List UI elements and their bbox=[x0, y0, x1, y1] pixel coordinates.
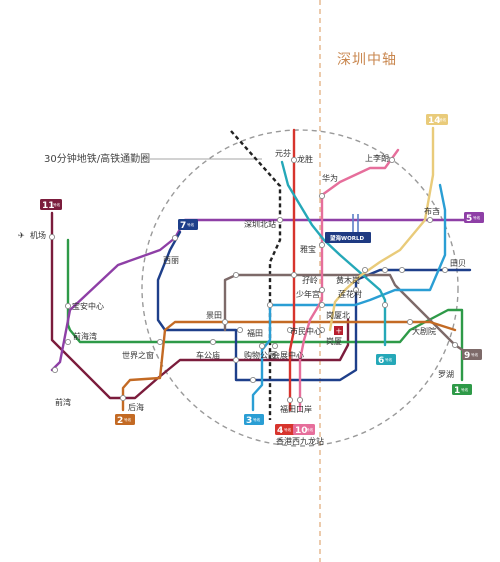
station-shijiezhichuang: 世界之窗 bbox=[122, 350, 154, 360]
station-gangxia: 岗厦 bbox=[326, 337, 342, 346]
circle-label: 30分钟地铁/高铁通勤圈 bbox=[44, 152, 150, 165]
station-buji: 布吉 bbox=[424, 206, 440, 216]
svg-text:号线: 号线 bbox=[471, 352, 479, 357]
svg-text:号线: 号线 bbox=[306, 427, 314, 432]
line-14 bbox=[328, 126, 435, 332]
station-gouwugongyuan-1: 购物公园 bbox=[244, 350, 276, 360]
svg-text:6: 6 bbox=[378, 356, 384, 366]
station-huawei: 华为 bbox=[322, 173, 338, 183]
svg-text:2: 2 bbox=[117, 416, 123, 426]
line-6 bbox=[280, 160, 387, 347]
svg-text:4: 4 bbox=[277, 426, 283, 436]
svg-text:号线: 号线 bbox=[187, 222, 194, 227]
station-luohu: 罗湖 bbox=[438, 370, 454, 379]
station-huizhanzhongxin: 会展中心 bbox=[272, 350, 304, 360]
svg-text:5: 5 bbox=[466, 214, 472, 224]
station-qianhaiwan: 前海湾 bbox=[73, 331, 97, 341]
svg-text:号线: 号线 bbox=[53, 202, 60, 207]
airport-icon: ✈ bbox=[18, 231, 25, 240]
central-axis-title: 深圳中轴 bbox=[337, 52, 397, 68]
station-shanglilang: 上李朗 bbox=[365, 153, 389, 163]
station-yuanfen: 元芬 bbox=[275, 148, 291, 158]
station-banxue: 孖岭 bbox=[302, 275, 318, 285]
station-hk-west-kowloon: 香港西九龙站 bbox=[276, 436, 324, 446]
station-jingtian: 景田 bbox=[206, 311, 222, 320]
station-qianwan: 前湾 bbox=[55, 397, 71, 407]
stations bbox=[48, 156, 459, 404]
line-2 bbox=[121, 320, 457, 412]
marker-pin-cross: + bbox=[336, 327, 343, 336]
station-longsheng: 龙胜 bbox=[297, 154, 313, 164]
station-tianbei: 田贝 bbox=[450, 259, 466, 268]
development-marker-text: 望海WORLD bbox=[330, 234, 364, 242]
svg-text:7: 7 bbox=[180, 221, 186, 231]
station-huangmugang: 黄木岗 bbox=[336, 275, 360, 285]
line-9 bbox=[223, 273, 472, 357]
commute-circle bbox=[141, 129, 459, 447]
station-dajuyuan: 大剧院 bbox=[412, 326, 436, 336]
station-xili: 西丽 bbox=[163, 256, 179, 265]
svg-text:号线: 号线 bbox=[124, 417, 131, 422]
line-5 bbox=[50, 218, 472, 372]
station-houhai: 后海 bbox=[128, 402, 144, 412]
station-airport: 机场 bbox=[30, 230, 46, 240]
svg-text:3: 3 bbox=[246, 416, 252, 426]
station-shiminzhongxin: 市民中心 bbox=[290, 326, 322, 336]
station-futiankouan: 福田口岸 bbox=[280, 405, 312, 414]
svg-text:11: 11 bbox=[42, 201, 55, 211]
svg-text:号线: 号线 bbox=[253, 417, 261, 422]
station-shenzhenbei: 深圳北站 bbox=[244, 219, 276, 229]
development-marker bbox=[325, 232, 371, 243]
svg-text:号线: 号线 bbox=[473, 215, 481, 220]
line-7 bbox=[156, 230, 472, 382]
marker-pin bbox=[334, 326, 343, 335]
svg-text:1: 1 bbox=[454, 386, 460, 396]
line-4 bbox=[288, 128, 296, 412]
station-baoan-center: 宝安中心 bbox=[72, 301, 104, 311]
svg-text:9: 9 bbox=[464, 351, 470, 361]
station-shaoniangong: 少年宫 bbox=[296, 289, 320, 299]
station-lianhuacun: 莲花村 bbox=[338, 289, 362, 299]
station-futian: 福田 bbox=[247, 329, 263, 338]
svg-text:号线: 号线 bbox=[461, 387, 469, 392]
line-3 bbox=[251, 183, 447, 412]
svg-text:14: 14 bbox=[428, 116, 441, 126]
svg-text:号线: 号线 bbox=[439, 117, 447, 122]
station-gangxiabei: 岗厦北 bbox=[326, 311, 350, 320]
svg-text:10: 10 bbox=[295, 426, 308, 436]
svg-text:号线: 号线 bbox=[284, 427, 292, 432]
station-yabao: 雅宝 bbox=[300, 244, 316, 254]
svg-text:号线: 号线 bbox=[385, 357, 393, 362]
station-chegongmiao: 车公庙 bbox=[196, 350, 220, 360]
